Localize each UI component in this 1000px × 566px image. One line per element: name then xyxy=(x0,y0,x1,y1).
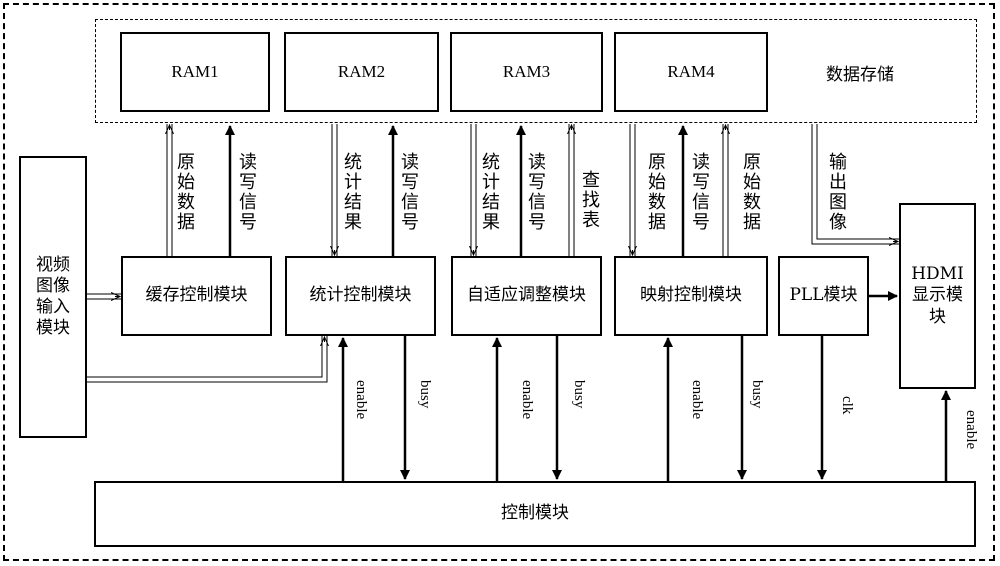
busy-label-3: busy xyxy=(749,380,765,409)
rw-signal-label-3: 读写信号 xyxy=(525,152,546,232)
output-image-label: 输出图像 xyxy=(826,152,847,232)
adaptive-adjust-module: 自适应调整模块 xyxy=(451,256,602,336)
raw-data-label-2: 原始数据 xyxy=(645,152,666,232)
rw-signal-label-2: 读写信号 xyxy=(398,152,419,232)
enable-label-4: enable xyxy=(963,410,979,450)
busy-label-2: busy xyxy=(571,380,587,409)
control-module: 控制模块 xyxy=(94,481,976,547)
data-storage-label: 数据存储 xyxy=(826,65,894,85)
stat-control-module: 统计控制模块 xyxy=(285,256,436,336)
raw-data-label-1: 原始数据 xyxy=(174,152,195,232)
ram4-block: RAM4 xyxy=(614,32,768,112)
rw-signal-label-4: 读写信号 xyxy=(689,152,710,232)
enable-label-2: enable xyxy=(519,380,535,420)
ram1-block: RAM1 xyxy=(120,32,270,112)
rw-signal-label-1: 读写信号 xyxy=(236,152,257,232)
stat-result-label-2: 统计结果 xyxy=(479,152,500,232)
enable-label-1: enable xyxy=(353,380,369,420)
ram2-block: RAM2 xyxy=(284,32,439,112)
data-storage-group xyxy=(95,19,977,123)
system-boundary xyxy=(3,3,995,561)
raw-data-label-3: 原始数据 xyxy=(740,152,761,232)
hdmi-display-module: HDMI显示模块 xyxy=(899,203,976,389)
cache-control-module: 缓存控制模块 xyxy=(121,256,272,336)
busy-label-1: busy xyxy=(417,380,433,409)
ram3-block: RAM3 xyxy=(450,32,603,112)
pll-module: PLL模块 xyxy=(778,256,869,336)
stat-result-label-1: 统计结果 xyxy=(341,152,362,232)
enable-label-3: enable xyxy=(689,380,705,420)
lookup-table-label: 查找表 xyxy=(579,170,600,230)
mapping-control-module: 映射控制模块 xyxy=(614,256,768,336)
clk-label: clk xyxy=(839,396,855,415)
video-input-module: 视频图像输入模块 xyxy=(19,156,87,438)
